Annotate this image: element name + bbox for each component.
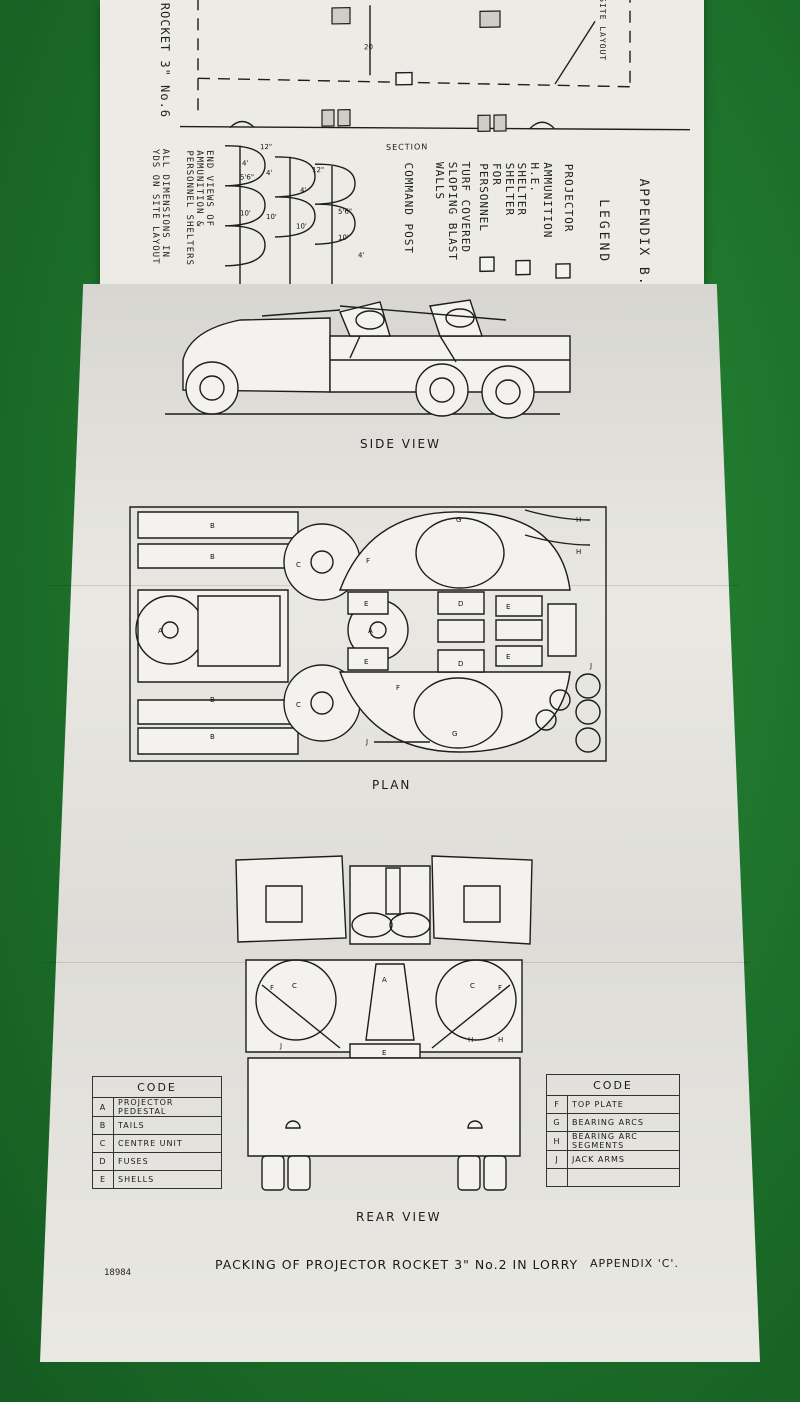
svg-text:D: D: [458, 660, 463, 668]
dim-4ft-d: 4': [358, 251, 364, 259]
dim-10-a: 10': [240, 209, 251, 217]
svg-text:C: C: [296, 561, 301, 569]
svg-text:E: E: [506, 603, 510, 611]
svg-text:B: B: [210, 696, 215, 704]
svg-text:G: G: [456, 516, 461, 524]
rear-view-caption: REAR VIEW: [356, 1210, 442, 1224]
svg-text:J: J: [365, 738, 368, 746]
svg-text:E: E: [364, 600, 368, 608]
svg-text:A: A: [382, 976, 387, 984]
svg-text:G: G: [452, 730, 457, 738]
svg-text:E: E: [382, 1049, 386, 1057]
footer-title: PACKING OF PROJECTOR ROCKET 3" No.2 IN L…: [215, 1257, 579, 1272]
dim-12in-b: 12": [312, 166, 324, 174]
dim-56-a: 5'6": [240, 173, 254, 181]
dim-12in-a: 12": [260, 143, 272, 151]
svg-text:B: B: [210, 733, 215, 741]
svg-text:C: C: [292, 982, 297, 990]
code-left-heading: CODE: [92, 1076, 222, 1098]
svg-text:D: D: [458, 600, 463, 608]
appendix-c-label: APPENDIX 'C'.: [590, 1257, 679, 1270]
appendix-b-sheet: APPENDIX B. LEGEND PROJECTOR AMMUNITION …: [100, 0, 704, 300]
reference-number: 18984: [104, 1268, 132, 1278]
svg-text:A: A: [158, 627, 163, 635]
svg-text:H: H: [498, 1036, 503, 1044]
svg-text:E: E: [364, 658, 368, 666]
svg-text:F: F: [270, 984, 274, 992]
site-layout-drawing: 20 12" 4' 5'6" 10' 4' 10' 10' 12" 4' 5'6…: [100, 0, 704, 300]
dim-56-b: 5'6": [338, 208, 352, 216]
svg-text:A: A: [368, 627, 373, 635]
svg-text:J: J: [589, 662, 592, 670]
code-right-heading: CODE: [546, 1074, 680, 1096]
plan-caption: PLAN: [372, 778, 412, 792]
table-row: [546, 1168, 680, 1187]
svg-text:C: C: [470, 982, 475, 990]
svg-text:F: F: [396, 684, 400, 692]
svg-text:F: F: [366, 557, 370, 565]
dim-20: 20: [364, 43, 373, 51]
dim-4ft-b: 4': [266, 169, 272, 177]
dim-4ft-c: 4': [300, 186, 306, 194]
svg-text:F: F: [498, 984, 502, 992]
svg-text:B: B: [210, 522, 215, 530]
svg-text:H: H: [468, 1036, 473, 1044]
dim-10-d: 10': [338, 234, 349, 242]
side-view-caption: SIDE VIEW: [360, 437, 441, 451]
dim-10-c: 10': [296, 222, 307, 230]
svg-text:J: J: [279, 1042, 282, 1050]
dim-4ft-a: 4': [242, 159, 248, 167]
svg-text:E: E: [506, 653, 510, 661]
svg-text:C: C: [296, 701, 301, 709]
svg-text:H: H: [576, 548, 581, 556]
svg-text:B: B: [210, 553, 215, 561]
dim-10-b: 10': [266, 213, 277, 221]
svg-text:H: H: [576, 516, 581, 524]
